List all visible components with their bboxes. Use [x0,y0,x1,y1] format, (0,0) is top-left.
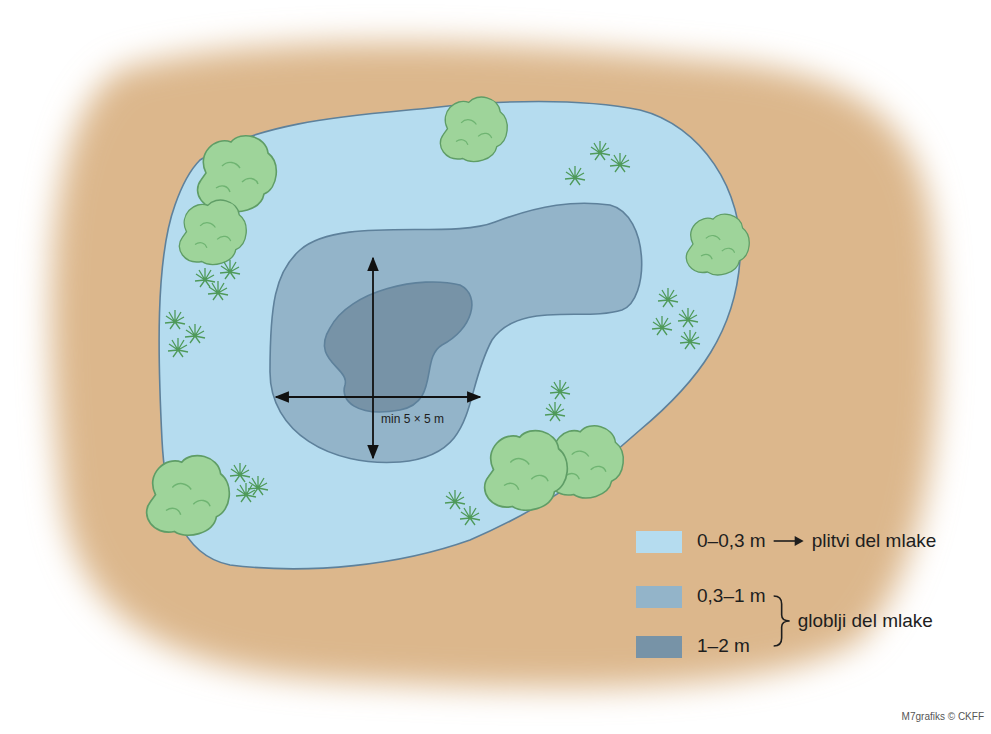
legend-text: 0,3–1 m [697,585,766,607]
legend-bracket [774,596,790,646]
zone-label: globlji del mlake [798,610,933,632]
dimension-arrow [372,258,374,458]
legend-swatch [636,636,682,658]
ground [51,43,938,688]
legend-text: 1–2 m [697,635,750,657]
legend-text: 0–0,3 m [697,530,766,552]
middle-zone [270,203,642,462]
legend-swatch [636,531,682,553]
legend-arrow [774,536,804,546]
dimension-label: min 5 × 5 m [381,412,444,426]
watermark: M7grafiks © CKFF [902,711,984,722]
zone-label: plitvi del mlake [812,530,937,552]
legend-swatch [636,586,682,608]
bushes [147,97,750,535]
grass-tufts [165,141,700,525]
dimension-arrow [276,396,480,398]
deep-zone [324,282,472,412]
shallow-zone [159,102,740,569]
